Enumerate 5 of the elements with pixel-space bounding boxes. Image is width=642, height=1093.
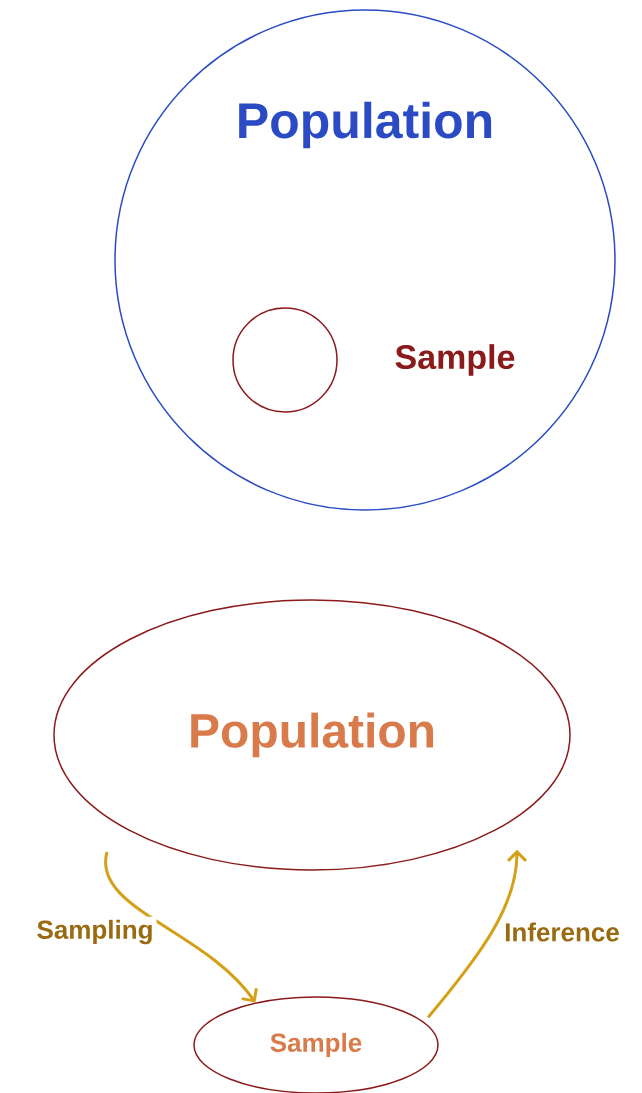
side-label: Sample — [395, 344, 515, 376]
edge-label: Inference — [501, 919, 623, 945]
curved-arrow — [104, 851, 258, 1003]
curved-arrow — [426, 849, 528, 1019]
edge-label: Sampling — [33, 916, 157, 948]
